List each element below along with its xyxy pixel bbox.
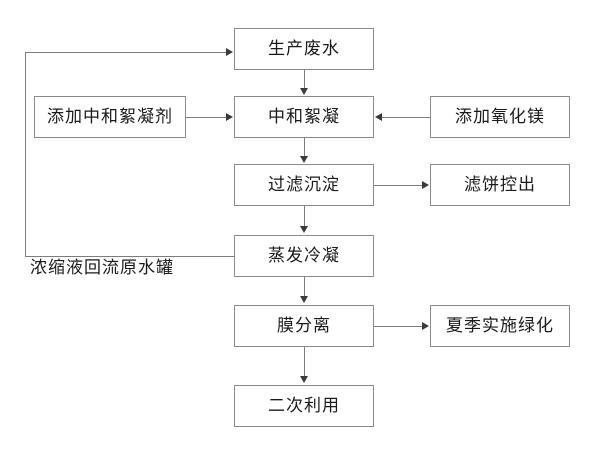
edge-recycle-top-segment	[25, 52, 227, 53]
edge-magnesium-to-neutralization-arrowhead	[375, 113, 382, 121]
edge-flocculant-to-neutralization-line	[186, 117, 227, 118]
node-production-wastewater[interactable]: 生产废水	[234, 28, 374, 70]
node-label-add-magnesium-oxide: 添加氧化镁	[455, 106, 545, 127]
edge-recycle-left-segment	[25, 52, 26, 257]
edge-membrane-to-greening-arrowhead	[422, 322, 429, 330]
node-filter-cake-discharge[interactable]: 滤饼控出	[430, 164, 570, 206]
node-membrane-separation[interactable]: 膜分离	[234, 305, 374, 347]
edge-membrane-to-reuse-arrowhead	[300, 376, 308, 383]
edge-wastewater-to-neutralization-line	[304, 70, 305, 89]
node-label-summer-greening: 夏季实施绿化	[446, 315, 554, 336]
node-label-evaporation-condensation: 蒸发冷凝	[268, 245, 340, 266]
node-label-neutralization-flocculation: 中和絮凝	[268, 106, 340, 127]
node-label-add-neutralizing-flocculant: 添加中和絮凝剂	[47, 106, 173, 127]
edge-evaporation-to-membrane-arrowhead	[300, 296, 308, 303]
edge-flocculant-to-neutralization-arrowhead	[226, 113, 233, 121]
node-label-filter-cake-discharge: 滤饼控出	[464, 174, 536, 195]
node-add-magnesium-oxide[interactable]: 添加氧化镁	[430, 96, 570, 138]
edge-neutralization-to-filtration-arrowhead	[300, 156, 308, 163]
node-label-membrane-separation: 膜分离	[277, 315, 331, 336]
label-concentrate-return: 浓缩液回流原水罐	[30, 258, 174, 278]
node-filtration-sedimentation[interactable]: 过滤沉淀	[234, 164, 374, 206]
edge-membrane-to-greening-line	[374, 326, 423, 327]
edge-filtration-to-filtercake-arrowhead	[422, 181, 429, 189]
node-label-production-wastewater: 生产废水	[268, 38, 340, 59]
edge-filtration-to-evaporation-line	[304, 206, 305, 227]
edge-recycle-bottom-segment	[25, 256, 235, 257]
node-label-filtration-sedimentation: 过滤沉淀	[268, 174, 340, 195]
edge-evaporation-to-membrane-line	[304, 277, 305, 298]
node-neutralization-flocculation[interactable]: 中和絮凝	[234, 96, 374, 138]
node-evaporation-condensation[interactable]: 蒸发冷凝	[234, 235, 374, 277]
node-add-neutralizing-flocculant[interactable]: 添加中和絮凝剂	[34, 96, 186, 138]
edge-membrane-to-reuse-line	[304, 347, 305, 378]
edge-wastewater-to-neutralization-arrowhead	[300, 88, 308, 95]
edge-magnesium-to-neutralization-line	[382, 117, 430, 118]
node-summer-greening[interactable]: 夏季实施绿化	[430, 305, 570, 347]
edge-neutralization-to-filtration-line	[304, 138, 305, 157]
node-label-secondary-reuse: 二次利用	[268, 395, 340, 416]
node-secondary-reuse[interactable]: 二次利用	[234, 385, 374, 427]
edge-recycle-arrowhead	[226, 48, 233, 56]
edge-filtration-to-evaporation-arrowhead	[300, 226, 308, 233]
edge-filtration-to-filtercake-line	[374, 185, 423, 186]
